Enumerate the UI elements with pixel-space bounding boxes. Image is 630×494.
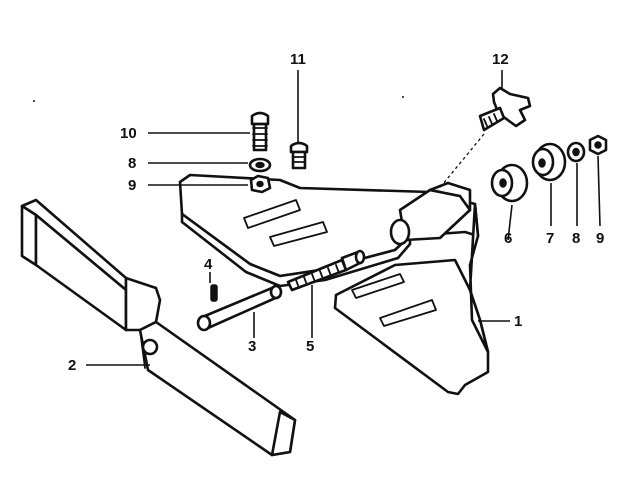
callout-8-left: 8 (128, 155, 136, 172)
part-1-bracket (178, 173, 490, 396)
part-2-fence-bar (20, 198, 297, 457)
assembly-axis-line (437, 133, 485, 191)
callout-5: 5 (306, 338, 314, 355)
callout-11: 11 (290, 51, 306, 68)
part-9-nut-right (588, 134, 608, 156)
callout-7: 7 (546, 230, 554, 247)
part-11-screw (289, 141, 309, 170)
part-12-knob (478, 86, 532, 132)
callout-9-right: 9 (596, 230, 604, 247)
part-9-nut-left (249, 174, 272, 194)
callout-4: 4 (204, 256, 213, 273)
leader-lines (86, 70, 601, 366)
scan-speck (402, 96, 404, 98)
callout-2: 2 (68, 357, 76, 374)
callout-3: 3 (248, 338, 256, 355)
part-7-wheel (531, 142, 567, 182)
callout-10: 10 (120, 125, 137, 142)
part-6-nut (490, 163, 529, 203)
part-4-roll-pin (210, 284, 218, 302)
part-8-washer-left (248, 157, 272, 173)
part-10-screw (250, 111, 270, 152)
callout-1: 1 (514, 313, 522, 330)
part-3-pin (196, 284, 283, 332)
callout-8-right: 8 (572, 230, 580, 247)
scan-speck (33, 100, 35, 102)
callout-9-left: 9 (128, 177, 136, 194)
part-5-threaded-rod (286, 249, 366, 292)
callout-12: 12 (492, 51, 509, 68)
callout-6: 6 (504, 230, 512, 247)
callout-labels: 1 2 3 4 5 6 7 8 9 8 9 10 11 12 (68, 51, 604, 374)
part-8-washer-right (566, 141, 586, 163)
